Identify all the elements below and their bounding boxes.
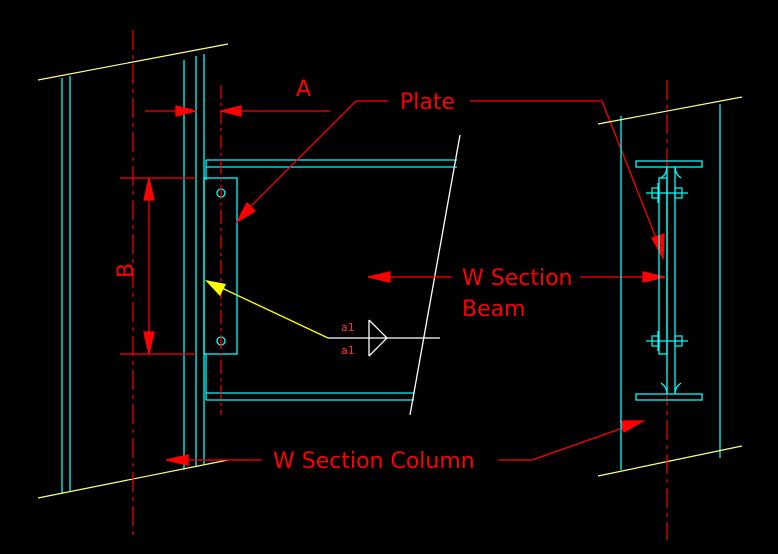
dimension-b-label: B [114, 263, 139, 278]
weld-size-bottom: a1 [341, 344, 355, 357]
weld-symbol [205, 280, 440, 357]
plate-leader [235, 100, 665, 261]
beam-break-line [409, 134, 461, 416]
plate-label: Plate [400, 90, 455, 115]
dimension-b [120, 177, 196, 355]
beam [205, 159, 457, 401]
column-leader [165, 420, 646, 466]
section-plate [658, 177, 668, 355]
column-label: W Section Column [273, 449, 475, 474]
dimension-a [145, 105, 330, 117]
dimension-a-label: A [296, 77, 311, 102]
beam-leader [367, 271, 666, 283]
right-column [620, 104, 721, 470]
section-bolts [646, 183, 688, 351]
beam-cross-section [635, 160, 703, 401]
beam-label-line1: W Section [462, 266, 572, 291]
weld-size-top: a1 [341, 321, 355, 334]
beam-label-line2: Beam [462, 297, 526, 322]
right-column-break-lines [597, 96, 743, 477]
